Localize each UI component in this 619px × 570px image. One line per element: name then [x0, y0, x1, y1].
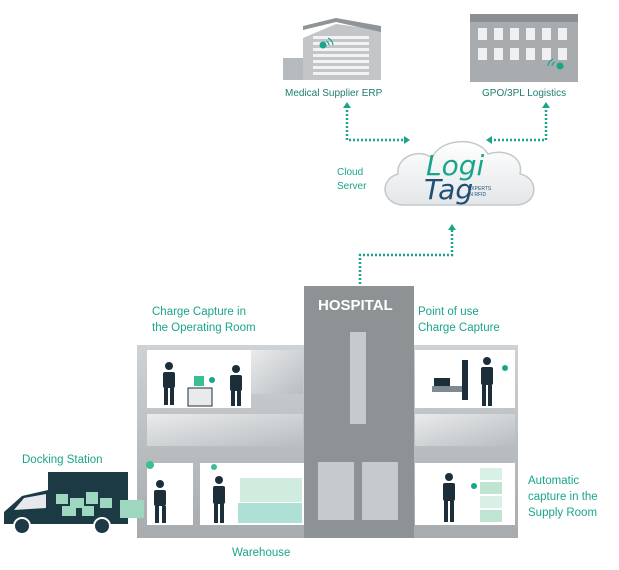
cloud-icon: [384, 140, 535, 206]
label-hospital: HOSPITAL: [318, 297, 393, 314]
connector-lines: [345, 106, 548, 286]
supplier-warehouse-icon: [283, 18, 381, 80]
label-cloud-server: Cloud Server: [337, 167, 367, 192]
connector-gpo-cloud: [492, 106, 548, 142]
logo-line-1: Logi: [426, 149, 485, 182]
connector-cloud-hospital: [358, 230, 454, 286]
operating-room-scene: [163, 362, 242, 407]
supply-room-scene: [443, 468, 502, 522]
connector-supplier-cloud: [345, 106, 404, 142]
label-warehouse: Warehouse: [232, 547, 291, 559]
delivery-van-icon: [4, 472, 144, 535]
label-medical-supplier: Medical Supplier ERP: [285, 88, 383, 99]
label-automatic-capture: Automatic capture in the Supply Room: [528, 475, 598, 519]
connector-arrows: [343, 102, 550, 292]
logo-tagline: EXPERTS IN RFID: [468, 186, 492, 198]
warehouse-scene: [146, 461, 302, 523]
label-gpo-3pl: GPO/3PL Logistics: [482, 88, 567, 99]
label-point-of-use: Point of use Charge Capture: [418, 306, 500, 334]
logo-line-2: Tag: [424, 173, 474, 206]
gpo-building-icon: [470, 14, 578, 82]
point-of-use-scene: [432, 357, 508, 406]
label-charge-capture-or: Charge Capture in the Operating Room: [152, 306, 256, 334]
logitag-logo: Logi Tag EXPERTS IN RFID: [424, 152, 514, 208]
label-docking-station: Docking Station: [22, 454, 103, 466]
